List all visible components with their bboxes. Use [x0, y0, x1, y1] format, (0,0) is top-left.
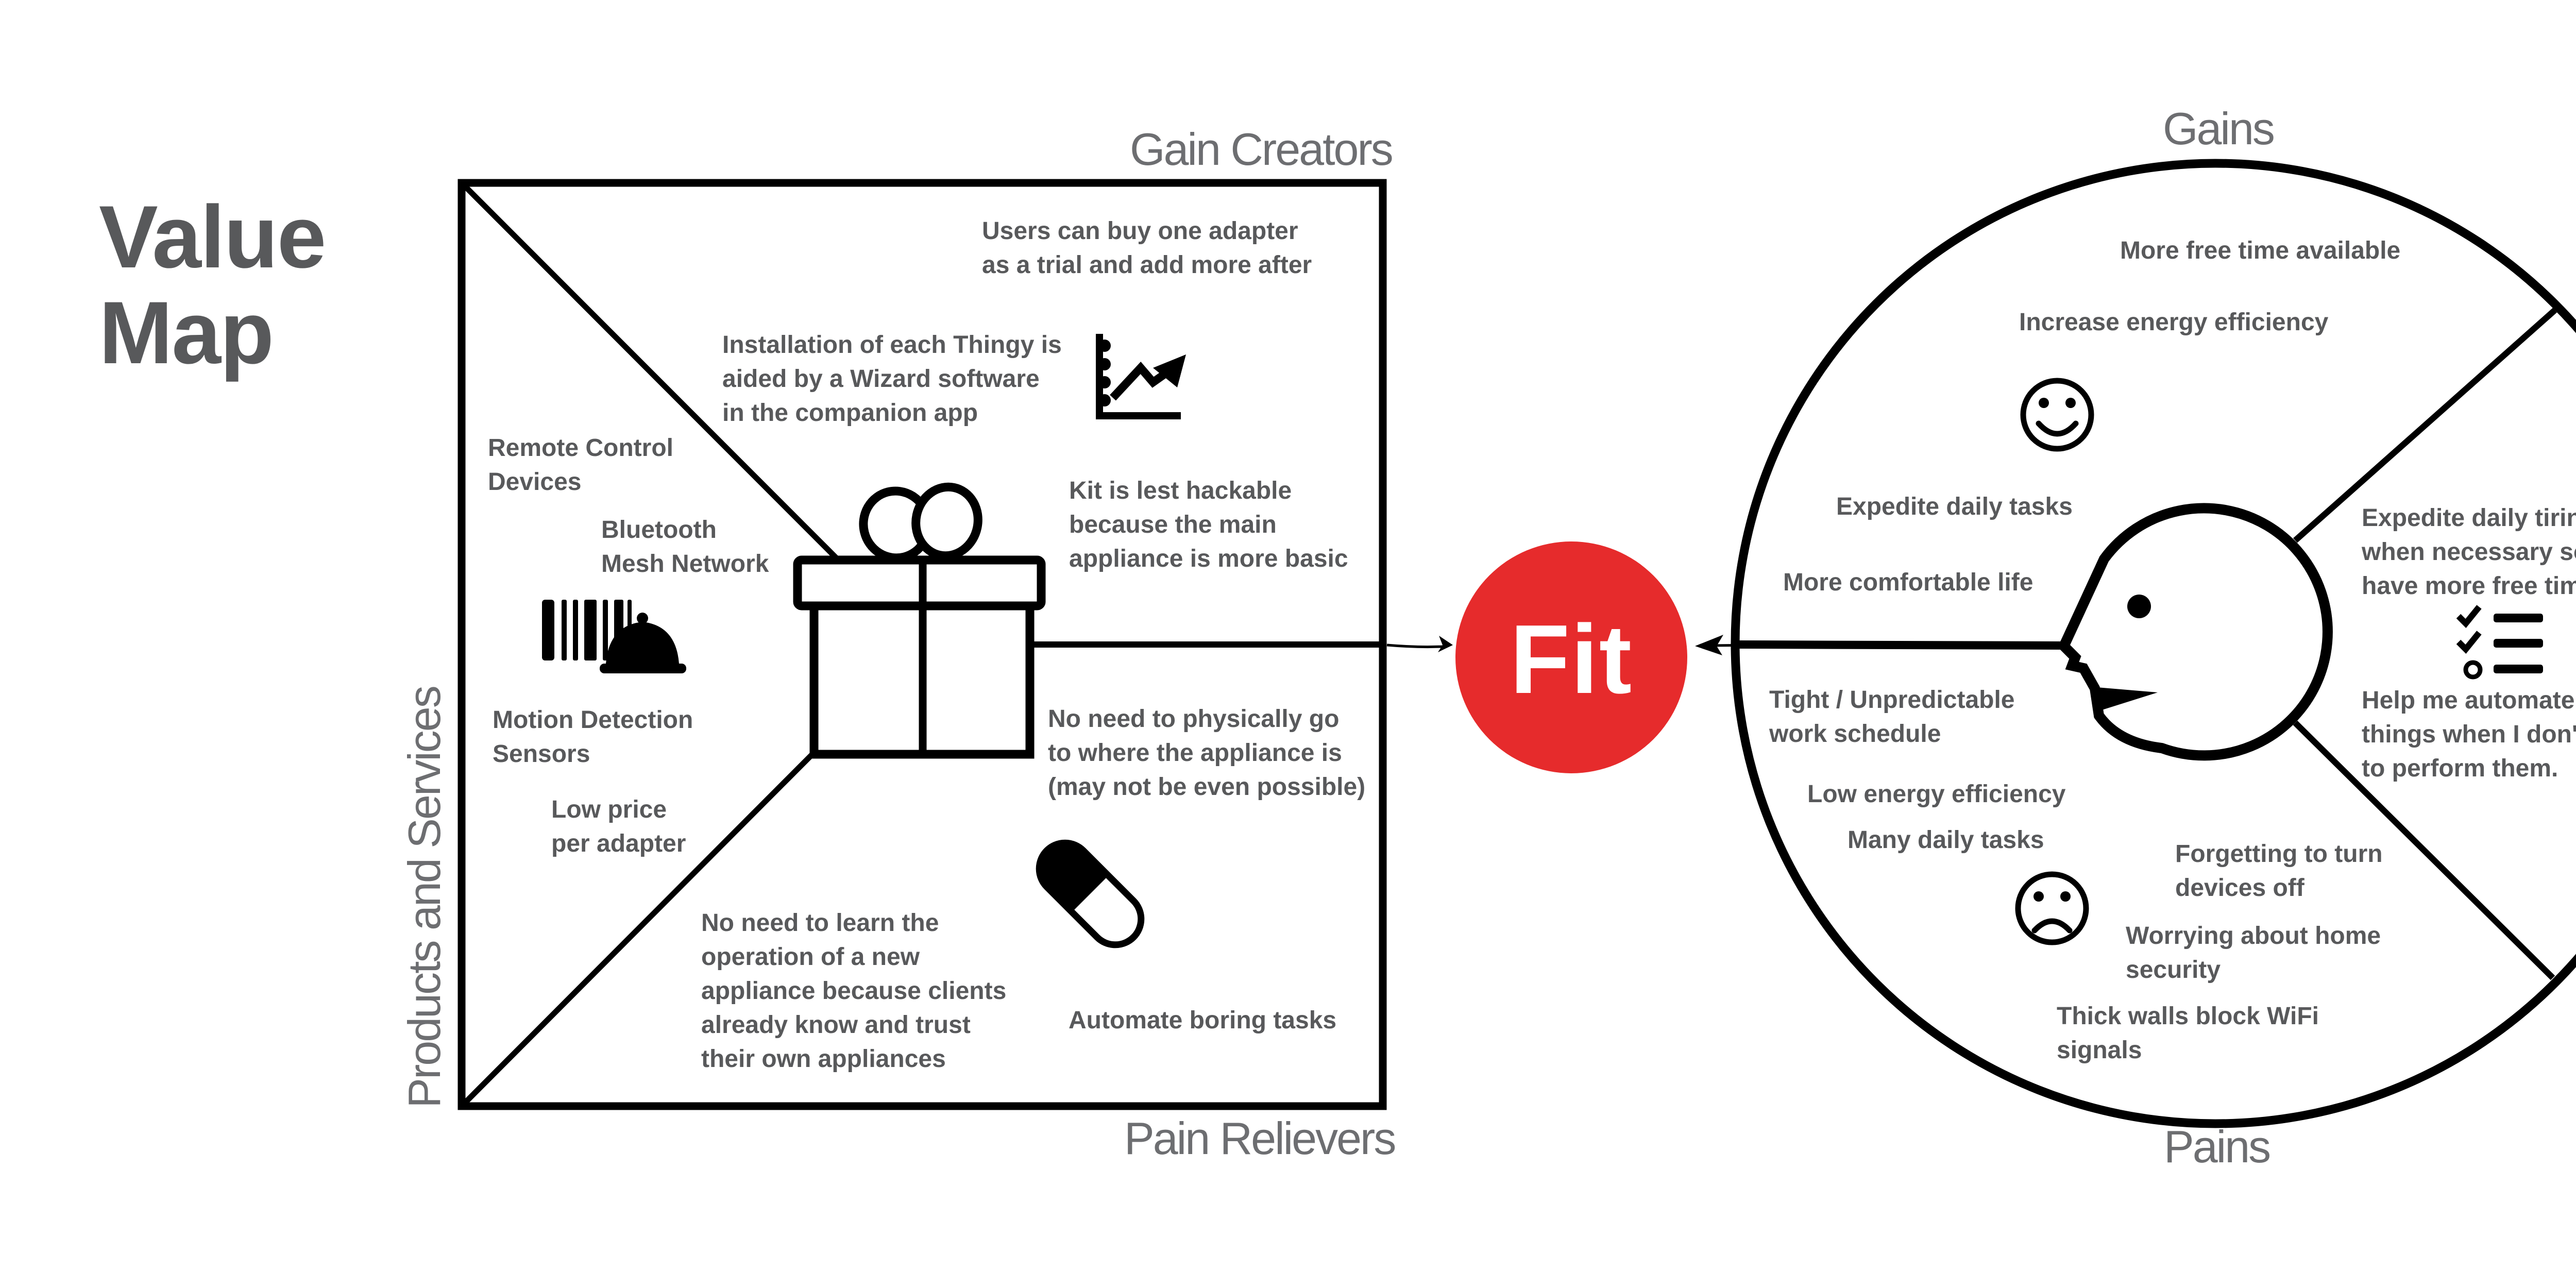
note-remote-control: Remote Control Devices: [488, 434, 673, 496]
note-comfortable-life: More comfortable life: [1783, 569, 2033, 596]
note-low-energy: Low energy efficiency: [1807, 781, 2066, 808]
barcode-icon: [542, 600, 632, 660]
note-low-price: Low price per adapter: [551, 796, 686, 857]
growth-chart-icon: [1096, 334, 1186, 419]
gain-creators-label: Gain Creators: [1130, 124, 1394, 175]
value-map-square: [457, 179, 1387, 1110]
note-bluetooth-mesh: Bluetooth Mesh Network: [601, 516, 769, 578]
note-many-tasks: Many daily tasks: [1848, 826, 2044, 854]
note-adapter-trial: Users can buy one adapter as a trial and…: [982, 217, 1312, 279]
note-thick-walls: Thick walls block WiFi signals: [2057, 1003, 2319, 1064]
pain-relievers-label: Pain Relievers: [1124, 1113, 1396, 1164]
customer-profile-circle-group: [1731, 159, 2576, 1128]
fit-circle: [1455, 541, 1687, 773]
note-automate-tasks: Automate boring tasks: [1069, 1007, 1337, 1034]
pill-icon: [1036, 839, 1145, 948]
note-less-hackable: Kit is lest hackable because the main ap…: [1069, 477, 1348, 572]
customer-profile-diagonal-bottom: [2293, 720, 2555, 980]
smiley-face-icon: [2020, 378, 2094, 452]
pains-label: Pains: [2164, 1121, 2271, 1172]
note-forgetting-devices: Forgetting to turn devices off: [2175, 840, 2383, 902]
arrow-left-into-fit-icon: [1386, 636, 1453, 652]
gains-label: Gains: [2163, 103, 2275, 154]
fit-label: Fit: [1510, 605, 1633, 714]
note-expedite-tasks: Expedite daily tasks: [1836, 493, 2073, 520]
note-tight-schedule: Tight / Unpredictable work schedule: [1769, 686, 2015, 748]
gift-icon: [793, 482, 1046, 759]
note-expedite-tiring: Expedite daily tiring tasks when necessa…: [2362, 504, 2576, 600]
cloche-icon: [600, 613, 686, 673]
note-free-time: More free time available: [2120, 237, 2401, 264]
note-wizard-install: Installation of each Thingy is aided by …: [722, 331, 1062, 427]
note-no-physical-go: No need to physically go to where the ap…: [1048, 705, 1366, 801]
value-map-title: Value Map: [99, 188, 326, 382]
note-automate-boring: Help me automate boring things when I do…: [2362, 687, 2576, 782]
note-no-learning: No need to learn the operation of a new …: [701, 909, 1007, 1073]
customer-profile-horizontal-divider: [1738, 640, 2066, 650]
customer-profile-diagonal-top: [2293, 308, 2557, 543]
note-motion-sensors: Motion Detection Sensors: [493, 706, 693, 768]
sad-face-icon: [2015, 871, 2089, 945]
checklist-icon: [2456, 605, 2543, 680]
customer-head-icon: [2057, 503, 2333, 761]
customer-profile-circle: [1731, 159, 2576, 1128]
note-worrying-security: Worrying about home security: [2126, 922, 2381, 984]
note-energy-efficiency: Increase energy efficiency: [2019, 309, 2329, 336]
